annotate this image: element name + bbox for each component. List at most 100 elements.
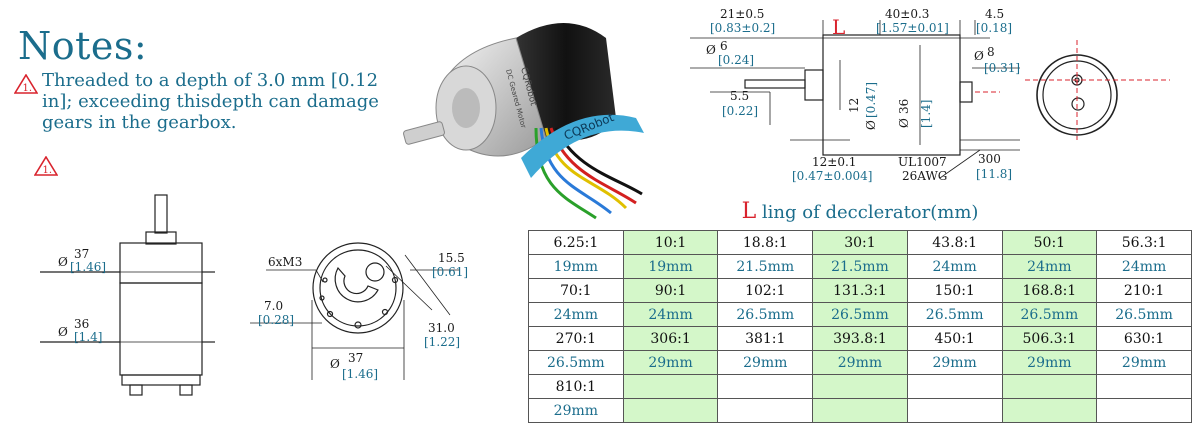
side-phi-8: Ø (974, 49, 984, 63)
ratio-cell: 270:1 (528, 326, 624, 351)
ratio-cell (717, 374, 814, 399)
length-cell: 29mm (528, 398, 624, 423)
table-row: 29mm (528, 398, 1192, 423)
ratio-cell: 6.25:1 (528, 230, 624, 255)
ratio-cell: 90:1 (622, 278, 719, 303)
end-dia-37-in: [1.46] (342, 367, 378, 381)
length-cell: 26.5mm (1096, 302, 1192, 327)
length-cell: 29mm (622, 350, 719, 375)
length-cell: 19mm (622, 254, 719, 279)
end-screw: 6xM3 (268, 255, 302, 269)
front-dia-37-in: [1.46] (70, 260, 106, 274)
side-dia-12-in: [0.47] (864, 82, 878, 118)
ratio-cell: 393.8:1 (812, 326, 908, 351)
ratio-cell: 168.8:1 (1001, 278, 1098, 303)
warning-icon: 1. (14, 74, 38, 94)
ratio-cell: 506.3:1 (1001, 326, 1098, 351)
side-d-12-in: [0.47±0.004] (792, 169, 873, 183)
end-d-15-5-in: [0.61] (432, 265, 468, 279)
ratio-cell: 131.3:1 (812, 278, 908, 303)
length-cell (1001, 398, 1098, 423)
front-dia-36: 36 (74, 317, 89, 331)
table-title-text: ling of decclerator(mm) (756, 202, 979, 223)
end-phi-37: Ø (330, 357, 340, 371)
side-d-4-5-in: [0.18] (976, 21, 1012, 35)
ratio-cell: 10:1 (622, 230, 719, 255)
side-dia-36-in: [1.4] (919, 100, 933, 128)
side-d-300: 300 (978, 152, 1001, 166)
length-cell: 24mm (1001, 254, 1098, 279)
ratio-cell: 70:1 (528, 278, 624, 303)
length-cell: 29mm (1001, 350, 1098, 375)
note-text: Threaded to a depth of 3.0 mm [0.12 in];… (42, 70, 379, 133)
side-phi-12: Ø (864, 120, 878, 130)
length-cell: 21.5mm (717, 254, 814, 279)
warning-marker-2: 1. (43, 165, 53, 176)
side-d-5-5-in: [0.22] (722, 104, 758, 118)
length-cell: 24mm (622, 302, 719, 327)
end-d-15-5: 15.5 (438, 251, 465, 265)
end-d-31: 31.0 (428, 321, 455, 335)
front-view-drawing: Ø 37 [1.46] Ø 36 [1.4] (40, 194, 215, 396)
end-d-7-in: [0.28] (258, 313, 294, 327)
side-dia-8-in: [0.31] (984, 61, 1020, 75)
ratio-cell (1096, 374, 1192, 399)
ratio-cell: 56.3:1 (1096, 230, 1192, 255)
front-dia-36-in: [1.4] (74, 330, 102, 344)
ratio-cell: 102:1 (717, 278, 814, 303)
side-d-4-5: 4.5 (985, 7, 1004, 21)
side-d-12: 12±0.1 (812, 155, 856, 169)
length-cell: 24mm (528, 302, 624, 327)
length-cell (1096, 398, 1192, 423)
length-cell (906, 398, 1003, 423)
table-row: 810:1 (528, 374, 1192, 399)
end-dia-37: 37 (348, 351, 363, 365)
front-phi-37: Ø (58, 255, 68, 269)
side-d-40: 40±0.3 (885, 7, 929, 21)
side-d-21: 21±0.5 (720, 7, 764, 21)
length-cell: 26.5mm (717, 302, 814, 327)
ratio-cell: 210:1 (1096, 278, 1192, 303)
length-cell: 24mm (1096, 254, 1192, 279)
ratio-cell: 150:1 (906, 278, 1003, 303)
side-dia-6: 6 (720, 39, 728, 53)
front-dia-37: 37 (74, 247, 89, 261)
ratio-cell (812, 374, 908, 399)
side-awg: 26AWG (902, 169, 947, 183)
ratio-cell: 30:1 (812, 230, 908, 255)
ratio-cell (906, 374, 1003, 399)
side-phi-36: Ø (897, 118, 911, 128)
side-view-drawing: L 21±0.5 [0.83±0.2] 40±0.3 [1.57±0.01] 4… (690, 7, 1170, 183)
ratio-cell: 810:1 (528, 374, 624, 399)
side-L-label: L (832, 15, 845, 39)
length-cell (622, 398, 719, 423)
ratio-cell (1001, 374, 1098, 399)
motor-photo: CQRobot CQRobot DC Geared Motor (403, 23, 644, 220)
ratio-cell: 450:1 (906, 326, 1003, 351)
ratio-cell: 381:1 (717, 326, 814, 351)
side-dia-36: 36 (897, 99, 911, 114)
length-cell: 24mm (906, 254, 1003, 279)
ratio-cell: 50:1 (1001, 230, 1098, 255)
side-dia-12: 12 (847, 98, 861, 113)
side-d-5-5: 5.5 (730, 89, 749, 103)
warning-icon-2: 1. (34, 156, 58, 176)
length-cell: 19mm (528, 254, 624, 279)
side-d-40-in: [1.57±0.01] (876, 21, 949, 35)
side-dia-8: 8 (987, 45, 995, 59)
length-cell: 29mm (906, 350, 1003, 375)
table-title-L: L (741, 199, 757, 224)
length-cell: 26.5mm (906, 302, 1003, 327)
end-view-drawing: 6xM3 15.5 [0.61] 7.0 [0.28] 31.0 [1.22] … (250, 242, 468, 381)
table-title: L ling of decclerator(mm) (528, 196, 1192, 230)
length-cell: 26.5mm (1001, 302, 1098, 327)
side-phi-6: Ø (706, 43, 716, 57)
ratio-cell: 306:1 (622, 326, 719, 351)
ratio-cell: 43.8:1 (906, 230, 1003, 255)
